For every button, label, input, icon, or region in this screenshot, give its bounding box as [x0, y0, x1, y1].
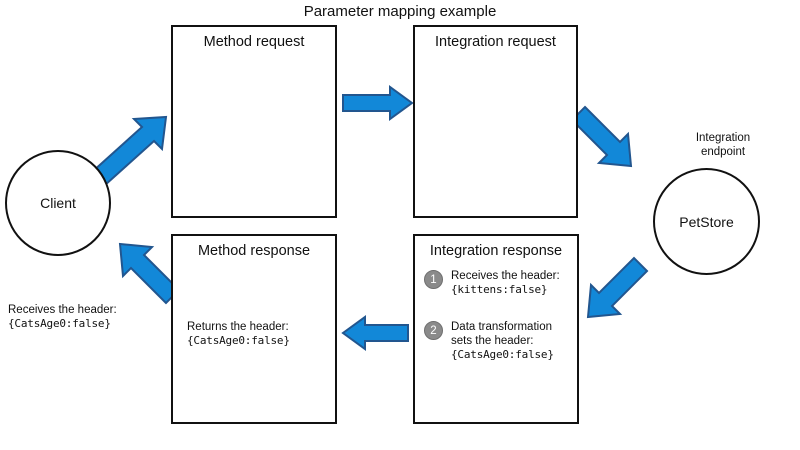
petstore-label: PetStore	[679, 213, 734, 230]
arrow-client-to-method-request	[90, 115, 168, 188]
step-2-line2: sets the header:	[451, 335, 534, 347]
arrow-method-request-to-integration-request	[342, 85, 414, 121]
endpoint-caption: Integration endpoint	[660, 131, 786, 159]
step-1-value: {kittens:false}	[451, 283, 548, 296]
step-text-1: Receives the header: {kittens:false}	[451, 269, 575, 297]
method-response-value: {CatsAge0:false}	[187, 334, 290, 347]
node-integration-request[interactable]: Integration request	[413, 25, 578, 218]
diagram-title: Parameter mapping example	[303, 3, 497, 20]
client-note-value: {CatsAge0:false}	[8, 317, 111, 330]
node-integration-response[interactable]: Integration response 1 Receives the head…	[413, 234, 579, 424]
client-label: Client	[40, 195, 76, 211]
method-response-line1: Returns the header:	[187, 321, 289, 333]
node-method-response[interactable]: Method response Returns the header: {Cat…	[171, 234, 337, 424]
method-response-title: Method response	[197, 243, 311, 259]
arrow-integration-response-to-method-response	[341, 315, 409, 351]
step-text-2: Data transformation sets the header: {Ca…	[451, 320, 581, 362]
step-1-line1: Receives the header:	[451, 270, 560, 282]
node-client[interactable]: Client	[5, 150, 111, 256]
step-badge-1: 1	[424, 270, 443, 289]
node-method-request[interactable]: Method request	[171, 25, 337, 218]
arrow-integration-request-to-endpoint	[570, 105, 633, 168]
arrow-endpoint-to-integration-response	[586, 256, 649, 319]
step-2-line1: Data transformation	[451, 321, 552, 333]
integration-request-title: Integration request	[435, 34, 556, 50]
endpoint-caption-line2: endpoint	[700, 146, 746, 158]
node-petstore-endpoint[interactable]: PetStore	[653, 168, 760, 275]
client-note-line1: Receives the header:	[8, 304, 117, 316]
step-badge-2: 2	[424, 321, 443, 340]
method-response-body: Returns the header: {CatsAge0:false}	[187, 320, 325, 348]
method-request-title: Method request	[203, 34, 305, 50]
integration-response-title: Integration response	[429, 243, 563, 259]
endpoint-caption-line1: Integration	[695, 132, 751, 144]
client-receives-note: Receives the header: {CatsAge0:false}	[8, 303, 158, 331]
step-2-value: {CatsAge0:false}	[451, 348, 554, 361]
